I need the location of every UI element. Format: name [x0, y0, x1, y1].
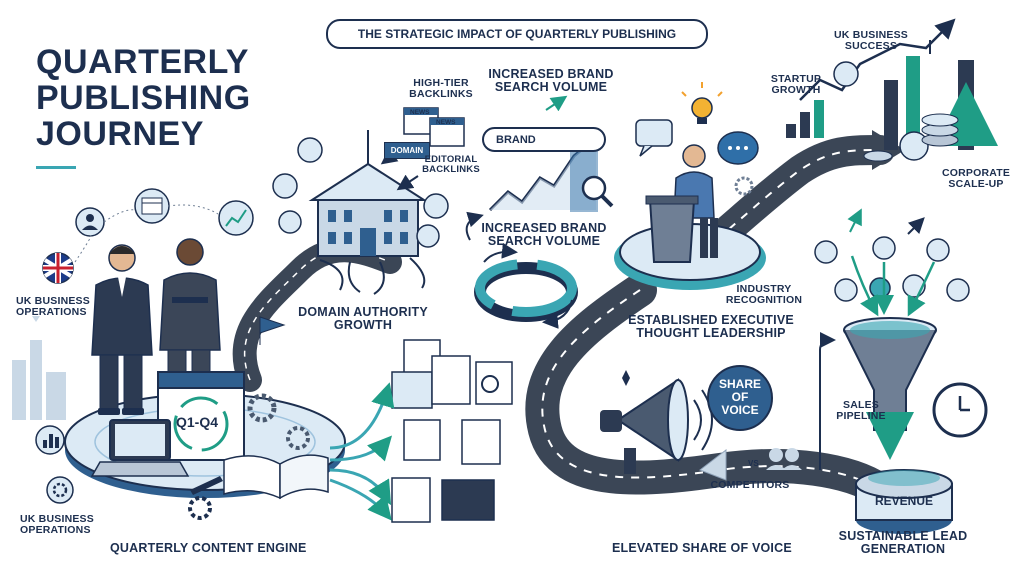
user-icon [814, 236, 970, 302]
label-high-tier-backlinks: HIGH-TIER BACKLINKS [409, 77, 473, 101]
building-icon [308, 130, 428, 295]
label-sustainable-lead: SUSTAINABLE LEAD GENERATION [838, 529, 968, 557]
versus-label: VS [748, 459, 759, 468]
news-tag: NEWS [410, 109, 430, 116]
user-icon [75, 207, 105, 237]
gear-icon [46, 476, 74, 504]
title-line: PUBLISHING [36, 79, 251, 117]
clock-icon [932, 382, 988, 438]
dollar-icon [833, 40, 931, 161]
banner-title: THE STRATEGIC IMPACT OF QUARTERLY PUBLIS… [326, 19, 708, 49]
label-brand-search-top: INCREASED BRAND SEARCH VOLUME [488, 67, 614, 95]
label-corporate-scaleup: CORPORATE SCALE-UP [941, 167, 1011, 191]
laptop-icon [90, 419, 190, 477]
document-icon [403, 107, 465, 147]
growth-chart-icon [786, 18, 998, 150]
flow-arrows [329, 382, 395, 521]
label-domain-authority: DOMAIN AUTHORITY GROWTH [298, 305, 428, 333]
podium-icon [614, 144, 766, 290]
label-content-engine: QUARTERLY CONTENT ENGINE [110, 541, 307, 555]
label-thought-leadership: ESTABLISHED EXECUTIVE THOUGHT LEADERSHIP [628, 313, 794, 341]
label-industry-recognition: INDUSTRY RECOGNITION [725, 283, 803, 307]
brand-search-input: BRAND [482, 127, 606, 152]
gear-icon [188, 496, 212, 520]
label-sales-pipeline: SALES PIPELINE [836, 399, 886, 423]
business-man-left [91, 244, 153, 415]
share-of-voice-badge [707, 365, 773, 431]
chart-icon [35, 425, 65, 455]
funnel-arrows [847, 208, 936, 317]
title-line: QUARTERLY [36, 43, 249, 81]
gear-icon [734, 176, 754, 196]
lightbulb-icon [681, 82, 723, 124]
quarter-badge: Q1-Q4 [176, 414, 219, 430]
label-uk-success: UK BUSINESS SUCCESS [834, 29, 908, 53]
pen-icon [190, 476, 223, 495]
label-uk-operations-top: UK BUSINESS OPERATIONS [16, 295, 90, 319]
revenue-pile [855, 469, 953, 534]
domain-flag: DOMAIN [384, 142, 430, 159]
revenue-label: REVENUE [874, 494, 933, 508]
book-icon [223, 454, 329, 500]
analytics-icon [218, 200, 254, 236]
title-line: JOURNEY [36, 115, 204, 153]
calendar-q1-q4 [157, 316, 286, 461]
label-competitors: COMPETITORS [710, 479, 790, 491]
london-skyline [12, 316, 66, 420]
coin-icon [863, 113, 959, 162]
label-uk-operations-bottom: UK BUSINESS OPERATIONS [20, 513, 94, 537]
megaphone-icon [600, 378, 713, 474]
competitors-icon [698, 448, 802, 481]
page-title: QUARTERLY PUBLISHING JOURNEY [36, 44, 316, 152]
link-icon [272, 137, 449, 248]
document-icon [391, 339, 513, 523]
title-underline [36, 166, 76, 169]
label-startup-growth: STARTUP GROWTH [770, 73, 822, 97]
label-editorial-backlinks: EDITORIAL BACKLINKS [422, 154, 480, 175]
speech-bubble-icon [635, 119, 759, 165]
funnel-icon [843, 317, 937, 460]
share-of-voice-text: SHARE OF VOICE [718, 377, 761, 417]
gear-icon [247, 393, 310, 450]
cycle-ring [474, 242, 578, 329]
label-brand-search-bottom: INCREASED BRAND SEARCH VOLUME [481, 221, 607, 249]
label-elevated-sov: ELEVATED SHARE OF VOICE [612, 541, 792, 555]
news-tag: NEWS [436, 119, 456, 126]
uk-flag-icon [42, 252, 74, 284]
calendar-icon [134, 188, 170, 224]
